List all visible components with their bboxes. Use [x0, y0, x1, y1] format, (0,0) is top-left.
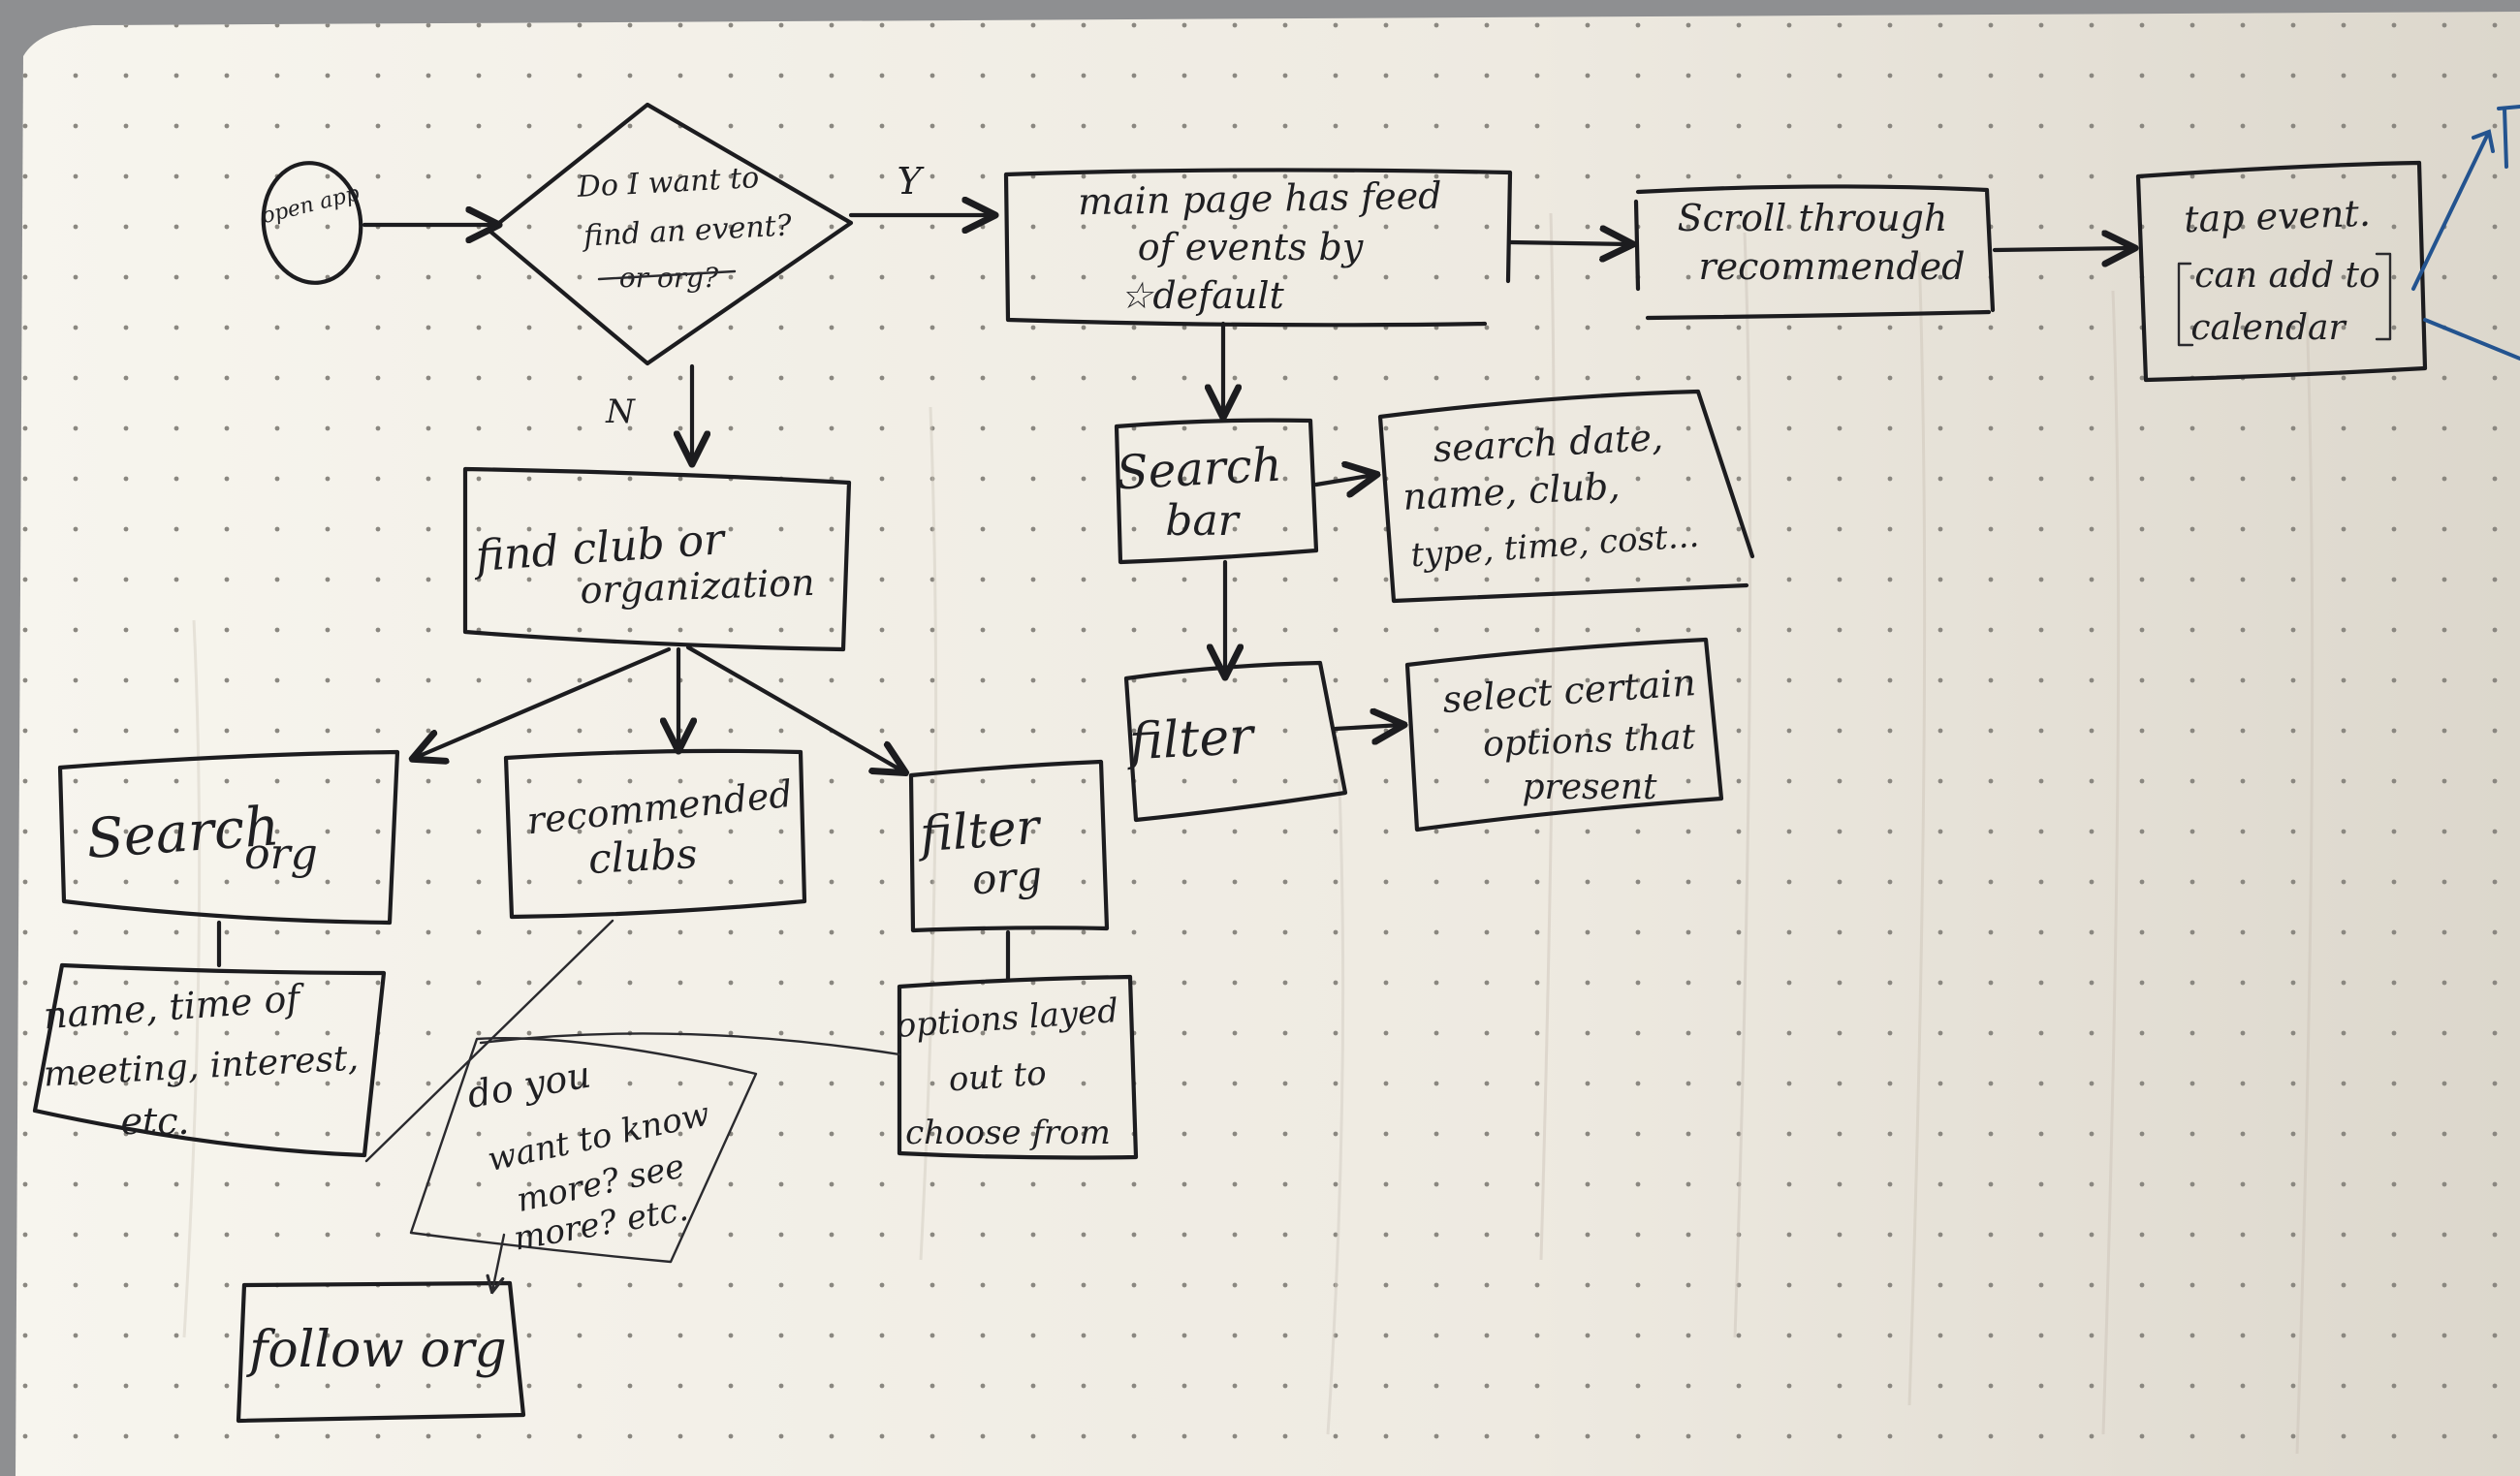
decision-node: Do I want to find an event? or org?	[487, 102, 854, 366]
options-layed-line-2: out to	[947, 1054, 1048, 1100]
options-layed-node: options layed out to choose from	[895, 974, 1139, 1160]
edge-do-you-to-follow	[492, 1233, 506, 1291]
recommended-clubs-line-2: clubs	[587, 830, 699, 883]
follow-org-label: follow org	[245, 1321, 507, 1379]
search-org-node: Search org	[57, 749, 400, 926]
paper-sheet	[16, 12, 2520, 1476]
search-org-line-1: Search	[84, 795, 281, 871]
edge-label-no: N	[605, 393, 636, 431]
edge-label-yes: Y	[897, 160, 925, 203]
filter-node: filter	[1124, 660, 1348, 823]
edge-find-to-search-org	[415, 646, 672, 758]
edge-filter-to-select	[1333, 725, 1402, 729]
select-options-line-2: options that	[1482, 717, 1696, 765]
edge-find-to-filter-org	[685, 644, 903, 771]
scroll-line-2: recommended	[1699, 245, 1966, 288]
main-page-line-2: of events by	[1138, 226, 1364, 268]
tap-event-node: tap event. can add to calendar	[2135, 160, 2428, 383]
search-org-line-2: org	[244, 830, 318, 879]
edges	[216, 215, 2132, 1291]
scroll-line-1: Scroll through	[1678, 197, 1948, 239]
filter-org-line-2: org	[970, 852, 1043, 904]
edge-search-to-criteria	[1313, 475, 1374, 485]
search-bar-line-1: Search	[1115, 438, 1282, 501]
follow-org-node: follow org	[236, 1280, 526, 1424]
tap-event-line-2: can add to	[2194, 256, 2379, 296]
filter-org-line-1: filter	[914, 799, 1044, 864]
filter-org-node: filter org	[908, 759, 1110, 933]
tap-event-line-3: calendar	[2190, 308, 2347, 348]
find-club-line-2: organization	[580, 561, 815, 612]
search-bar-line-2: bar	[1165, 496, 1241, 546]
filter-label: filter	[1124, 707, 1258, 772]
main-page-line-3: ☆default	[1119, 274, 1284, 317]
main-page-line-1: main page has feed	[1078, 174, 1442, 224]
blue-arrows	[2411, 105, 2520, 361]
select-options-line-3: present	[1523, 768, 1658, 807]
search-bar-node: Search bar	[1114, 418, 1319, 565]
main-page-node: main page has feed of events by ☆default	[1003, 168, 1513, 328]
edge-main-to-scroll	[1507, 242, 1630, 244]
edge-scroll-to-tap	[1992, 248, 2132, 250]
tap-event-line-1: tap event.	[2184, 192, 2372, 241]
bleed-through-marks	[182, 212, 2315, 1455]
options-layed-line-3: choose from	[905, 1114, 1111, 1152]
find-club-node: find club or organization	[462, 466, 852, 652]
scroll-node: Scroll through recommended	[1633, 184, 1996, 321]
edge-options-to-do-you	[479, 1032, 901, 1056]
name-time-line-3: etc.	[120, 1100, 189, 1143]
